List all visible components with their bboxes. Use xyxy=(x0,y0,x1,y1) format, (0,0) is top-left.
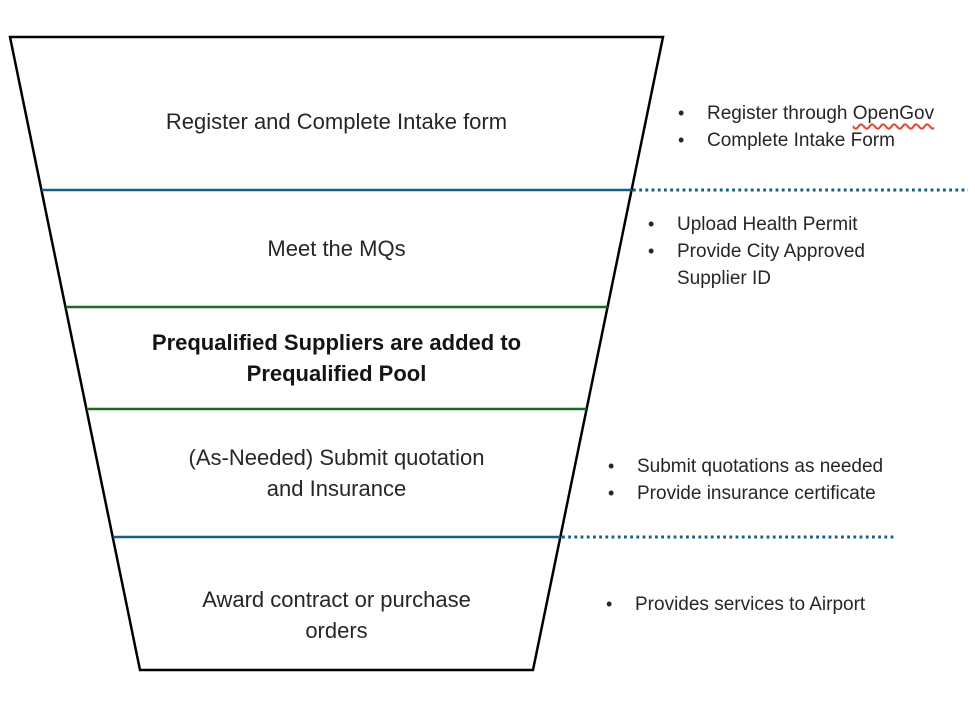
funnel-outline xyxy=(8,35,665,672)
stage-label-line: Award contract or purchase xyxy=(202,586,471,612)
bullet-icon: • xyxy=(608,456,615,476)
list-item-text: Provide insurance certificate xyxy=(637,483,876,504)
bullet-icon: • xyxy=(648,214,655,234)
annotation-group-registration: • Register through OpenGov • Complete In… xyxy=(671,100,934,154)
list-item-text: Complete Intake Form xyxy=(707,130,895,151)
stage-label-line: and Insurance xyxy=(266,476,407,501)
funnel-stage-award-contract: Award contract or purchase orders xyxy=(125,538,548,669)
spellcheck-underlined-word: OpenGov xyxy=(852,103,935,124)
funnel-stage-prequalified-pool: Prequalified Suppliers are added to Preq… xyxy=(84,308,589,408)
stage-label-line: Prequalified Suppliers are added to xyxy=(151,330,522,355)
list-item: • Register through OpenGov xyxy=(671,100,934,127)
stage-label-line: (As-Needed) Submit quotation xyxy=(188,445,485,470)
list-item: • Provide City Approved Supplier ID xyxy=(641,238,865,292)
funnel-stage-register-intake: Register and Complete Intake form xyxy=(36,39,637,189)
annotation-group-quotation: • Submit quotations as needed • Provide … xyxy=(601,453,883,507)
list-item: • Complete Intake Form xyxy=(671,127,934,154)
stage-label-line: orders xyxy=(305,617,368,643)
list-item: • Provide insurance certificate xyxy=(601,480,883,507)
list-item-text: Provides services to Airport xyxy=(635,594,866,615)
bullet-icon: • xyxy=(606,594,613,614)
funnel-stage-meet-mqs: Meet the MQs xyxy=(63,191,610,306)
list-item-text: Register through OpenGov xyxy=(707,103,935,124)
list-item: • Submit quotations as needed xyxy=(601,453,883,480)
bullet-icon: • xyxy=(678,103,685,123)
list-item-text: Upload Health Permit xyxy=(677,214,858,235)
funnel-stage-submit-quotation: (As-Needed) Submit quotation and Insuran… xyxy=(105,410,568,536)
annotation-group-mqs: • Upload Health Permit • Provide City Ap… xyxy=(641,211,865,292)
list-item-text: Submit quotations as needed xyxy=(637,456,884,477)
annotation-group-services: • Provides services to Airport xyxy=(599,591,865,618)
list-item-text: Provide City Approved Supplier ID xyxy=(677,241,865,289)
list-item: • Upload Health Permit xyxy=(641,211,865,238)
bullet-icon: • xyxy=(648,241,655,261)
stage-label-line: Meet the MQs xyxy=(267,236,406,261)
stage-label-line: Register and Complete Intake form xyxy=(165,108,508,134)
stage-label-line: Prequalified Pool xyxy=(246,361,427,386)
list-item: • Provides services to Airport xyxy=(599,591,865,618)
bullet-icon: • xyxy=(608,483,615,503)
bullet-icon: • xyxy=(678,130,685,150)
